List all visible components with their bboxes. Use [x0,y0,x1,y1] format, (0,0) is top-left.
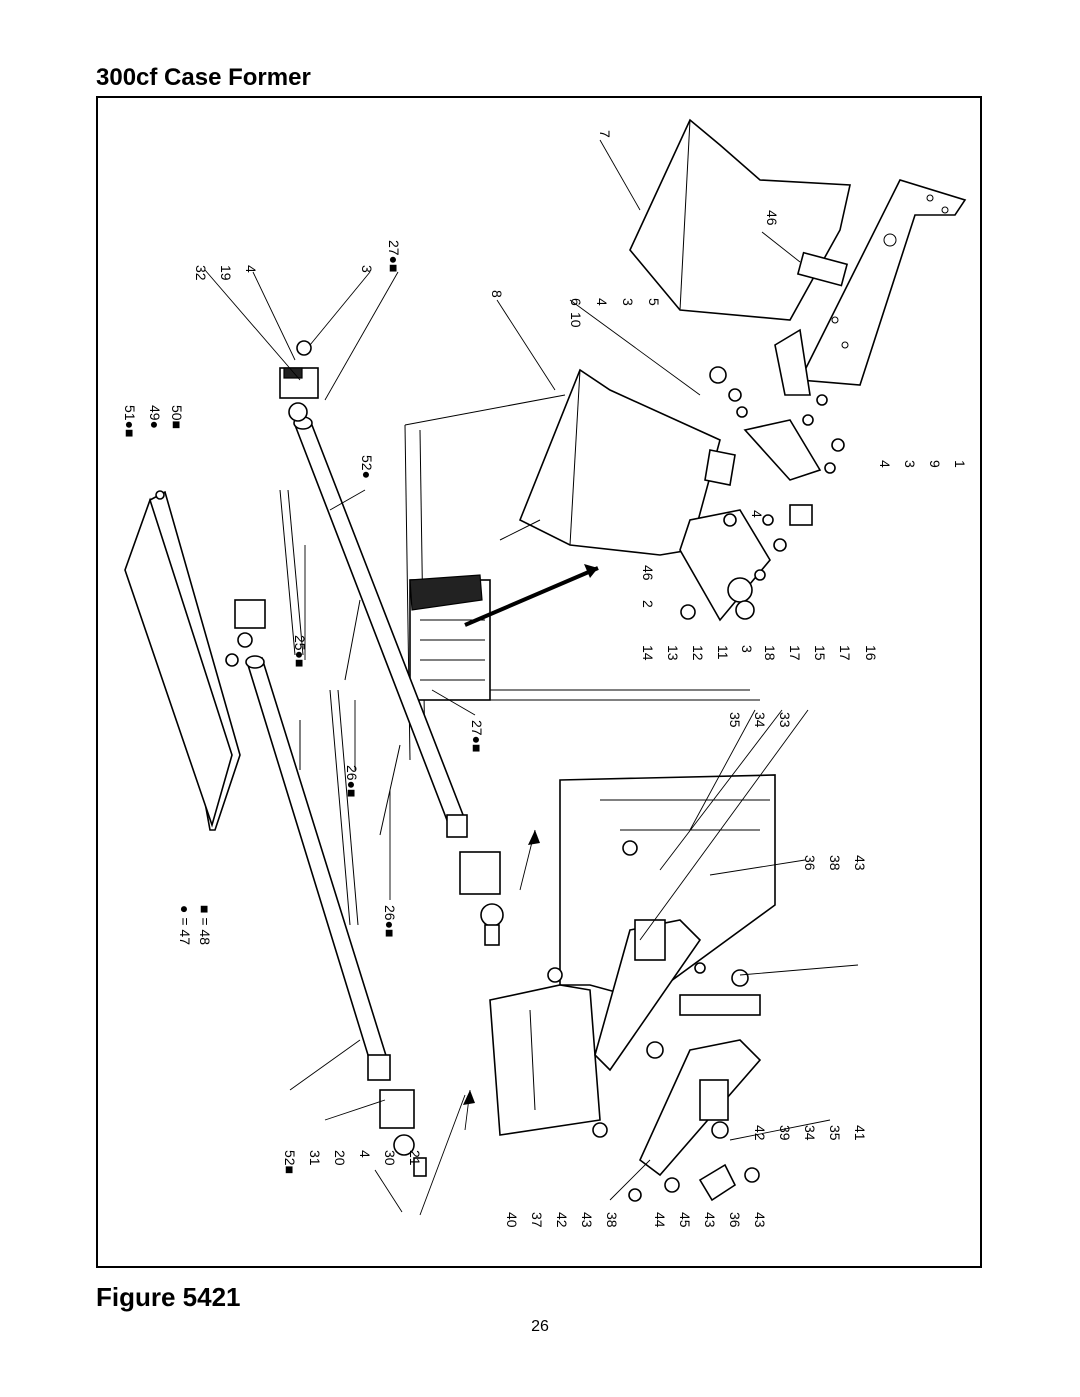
callout-label: 17 [837,645,853,661]
callout-label: 42 [752,1125,768,1141]
callout-label: 3 [902,460,918,468]
callout-label: 4 [749,510,765,518]
callout-label: 4 [594,298,610,306]
roller-shaft-upper [293,416,468,838]
callout-label: 34 [802,1125,818,1141]
callout-label: 13 [665,645,681,661]
guard-cover-part [518,368,721,556]
top-plate-part [124,490,241,831]
callout-label: 42 [554,1212,570,1228]
callout-label: 4 [243,265,259,273]
callout-label: 43 [852,855,868,871]
callout-label: 37 [529,1212,545,1228]
callout-label: 45 [677,1212,693,1228]
callout-label: 7 [597,130,613,138]
callout-label: 40 [504,1212,520,1228]
callout-label: 33 [777,712,793,728]
callout-label: 38 [827,855,843,871]
side-plate-part [679,419,822,622]
callout-label: 25●■ [292,635,308,667]
fitting-parts [547,840,760,1202]
callout-label: 43 [579,1212,595,1228]
callout-label: 41 [852,1125,868,1141]
assembly-arrow [464,566,599,627]
mounting-bracket-part [774,179,967,396]
callout-label: 14 [640,645,656,661]
callout-label: 32 [193,265,209,281]
callout-label: 16 [863,645,879,661]
callout-label: 30 [382,1150,398,1166]
callout-label: 15 [812,645,828,661]
figure-caption: Figure 5421 [96,1282,241,1312]
leader-lines [204,139,859,1201]
callout-label: 21 [407,1150,423,1166]
callout-label: 36 [802,855,818,871]
callout-label: 17 [787,645,803,661]
callout-label: 49● [147,405,163,429]
callout-label: 3 [739,645,755,653]
figure-frame [96,96,982,1268]
callout-label: 6 [568,298,584,306]
callout-label: 4 [357,1150,373,1158]
base-frame-part [489,774,776,1136]
callout-label: 52● [359,455,375,479]
callout-label: 44 [652,1212,668,1228]
callout-label: 51●■ [122,405,138,437]
callout-label: 31 [307,1150,323,1166]
callout-label: 43 [752,1212,768,1228]
callout-label: 9 [927,460,943,468]
legend-square-text: ■ = 48 [197,905,213,945]
callout-label: 46 [764,210,780,226]
roller-shaft-lower [245,655,391,1081]
callout-label: 20 [332,1150,348,1166]
small-hardware-parts [680,366,845,620]
cover-guard-part [629,118,851,321]
callout-label: 3 [359,265,375,273]
callout-label: 5 [646,298,662,306]
callout-label: 36 [727,1212,743,1228]
callout-label: 12 [690,645,706,661]
callout-label: 27●■ [386,240,402,272]
callout-label: 11 [715,645,731,660]
arrow-head [584,564,598,578]
heater-block-part [409,574,491,701]
callout-label: 2 [640,600,656,608]
callout-label: 35 [727,712,743,728]
callout-label: 50■ [169,405,185,429]
callout-label: 52■ [282,1150,298,1174]
callout-label: 35 [827,1125,843,1141]
page-title: 300cf Case Former [96,64,311,91]
callout-labels: 7 46 8 6 10 4 3 5 1 9 3 4 16 17 15 17 18… [122,130,968,1228]
callout-label: 19 [218,265,234,281]
callout-label: 18 [762,645,778,661]
tie-rods [279,489,401,926]
callout-label: 38 [604,1212,620,1228]
callout-label: 1 [952,460,968,468]
callout-label: 4 [877,460,893,468]
callout-label: 46 [640,565,656,581]
air-cylinder-parts [594,919,762,1177]
callout-label: 8 [489,290,505,298]
callout-label: 34 [752,712,768,728]
legend-circle-text: ● = 47 [177,905,193,945]
callout-label: 26●■ [344,765,360,797]
callout-label: 10 [568,312,584,328]
callout-label: 27●■ [469,720,485,752]
bearing-block-parts [225,340,504,1177]
callout-label: 43 [702,1212,718,1228]
callout-label: 39 [777,1125,793,1141]
callout-label: 3 [620,298,636,306]
callout-label: 26●■ [382,905,398,937]
page-number: 26 [531,1318,549,1335]
